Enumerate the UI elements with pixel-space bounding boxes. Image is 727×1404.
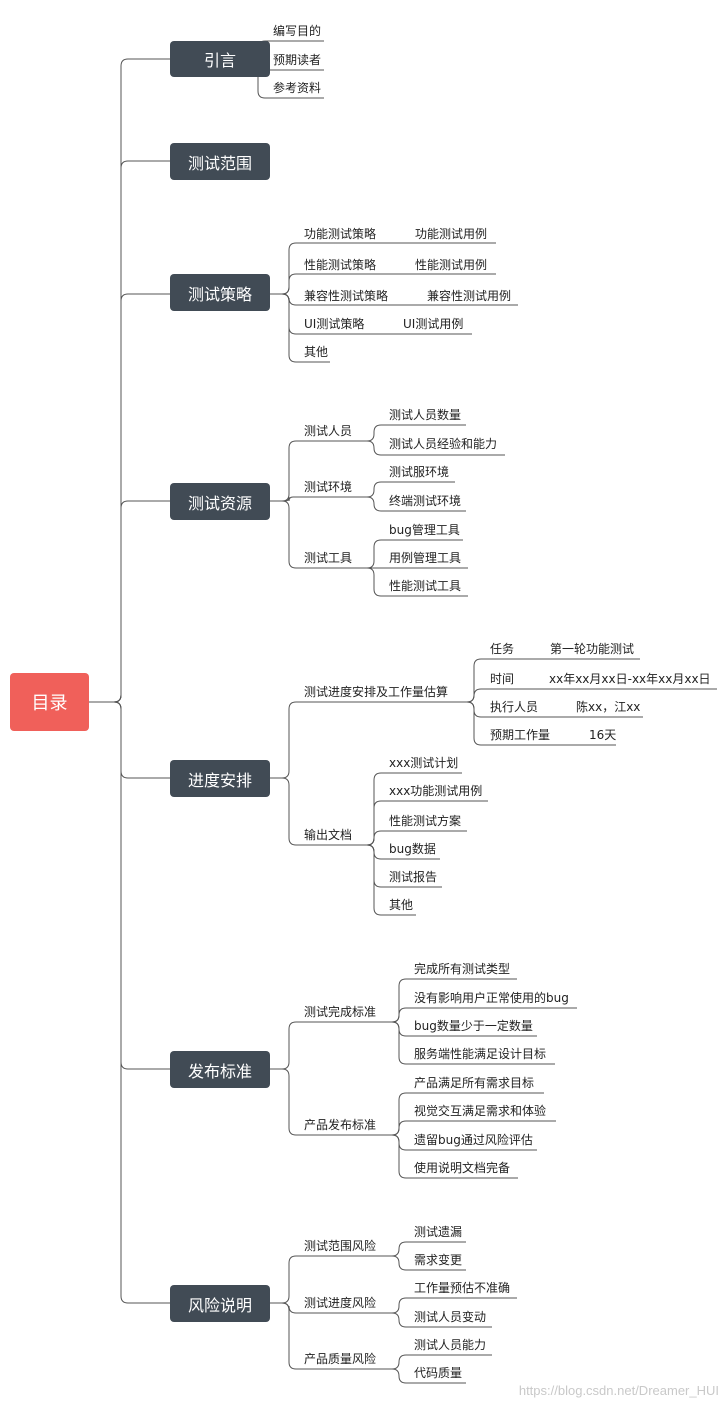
- branch-label[interactable]: UI测试策略: [304, 317, 365, 331]
- leaf-label[interactable]: xx年xx月xx日-xx年xx月xx日: [549, 672, 711, 686]
- topic-schedule[interactable]: 进度安排: [170, 760, 270, 797]
- leaf-label[interactable]: 测试人员数量: [389, 408, 462, 422]
- branch-label[interactable]: 预期工作量: [490, 728, 551, 742]
- branch-label[interactable]: 测试进度风险: [304, 1296, 377, 1310]
- leaf-label[interactable]: 第一轮功能测试: [550, 642, 635, 656]
- leaf-label[interactable]: 参考资料: [273, 81, 322, 95]
- leaf-label[interactable]: UI测试用例: [403, 317, 464, 331]
- watermark: https://blog.csdn.net/Dreamer_HUI: [518, 1383, 719, 1398]
- leaf-label[interactable]: xxx功能测试用例: [389, 784, 483, 798]
- leaf-label[interactable]: 终端测试环境: [389, 494, 462, 508]
- topic-test-resources[interactable]: 测试资源: [170, 483, 270, 520]
- leaf-label[interactable]: 使用说明文档完备: [414, 1161, 511, 1175]
- branch-label[interactable]: 执行人员: [490, 700, 539, 714]
- leaf-label[interactable]: 性能测试方案: [389, 814, 462, 828]
- leaf-label[interactable]: 测试人员变动: [414, 1310, 487, 1324]
- root-node[interactable]: 目录: [10, 673, 89, 731]
- leaf-label[interactable]: 预期读者: [273, 53, 322, 67]
- leaf-label[interactable]: bug管理工具: [389, 523, 460, 537]
- leaf-label[interactable]: 完成所有测试类型: [414, 962, 511, 976]
- leaf-label[interactable]: 16天: [589, 728, 617, 742]
- leaf-label[interactable]: 用例管理工具: [389, 551, 462, 565]
- leaf-label[interactable]: 测试遗漏: [414, 1225, 463, 1239]
- branch-label[interactable]: 功能测试策略: [304, 227, 377, 241]
- topic-test-strategy[interactable]: 测试策略: [170, 274, 270, 311]
- branch-label[interactable]: 输出文档: [304, 828, 353, 842]
- branch-label[interactable]: 测试人员: [304, 424, 353, 438]
- leaf-label[interactable]: 产品满足所有需求目标: [414, 1076, 535, 1090]
- branch-label[interactable]: 兼容性测试策略: [304, 289, 389, 303]
- branch-label[interactable]: 测试工具: [304, 551, 353, 565]
- branch-label[interactable]: 产品发布标准: [304, 1118, 377, 1132]
- leaf-label[interactable]: 编写目的: [273, 24, 322, 38]
- leaf-label[interactable]: 代码质量: [414, 1366, 463, 1380]
- branch-label[interactable]: 测试环境: [304, 480, 353, 494]
- leaf-label[interactable]: 性能测试用例: [415, 258, 488, 272]
- leaf-label[interactable]: 其他: [304, 345, 329, 359]
- leaf-label[interactable]: 没有影响用户正常使用的bug: [414, 991, 569, 1005]
- branch-label[interactable]: 时间: [490, 672, 515, 686]
- branch-label[interactable]: 性能测试策略: [304, 258, 377, 272]
- leaf-label[interactable]: xxx测试计划: [389, 756, 459, 770]
- leaf-label[interactable]: 服务端性能满足设计目标: [414, 1047, 547, 1061]
- leaf-label[interactable]: 兼容性测试用例: [427, 289, 512, 303]
- leaf-label[interactable]: 功能测试用例: [415, 227, 488, 241]
- leaf-label[interactable]: 测试报告: [389, 870, 438, 884]
- branch-label[interactable]: 测试完成标准: [304, 1005, 377, 1019]
- leaf-label[interactable]: 陈xx，江xx: [576, 700, 641, 714]
- branch-label[interactable]: 测试范围风险: [304, 1239, 377, 1253]
- topic-release-criteria[interactable]: 发布标准: [170, 1051, 270, 1088]
- leaf-label[interactable]: 视觉交互满足需求和体验: [414, 1104, 547, 1118]
- topic-test-scope[interactable]: 测试范围: [170, 143, 270, 180]
- leaf-label[interactable]: 测试人员能力: [414, 1338, 487, 1352]
- leaf-label[interactable]: bug数据: [389, 842, 436, 856]
- leaf-label[interactable]: 性能测试工具: [389, 579, 462, 593]
- leaf-label[interactable]: 其他: [389, 898, 414, 912]
- leaf-label[interactable]: 工作量预估不准确: [414, 1281, 511, 1295]
- topic-introduction[interactable]: 引言: [170, 41, 270, 77]
- topic-risk-notes[interactable]: 风险说明: [170, 1285, 270, 1322]
- leaf-label[interactable]: 需求变更: [414, 1253, 463, 1267]
- leaf-label[interactable]: 测试服环境: [389, 465, 450, 479]
- leaf-label[interactable]: bug数量少于一定数量: [414, 1019, 533, 1033]
- branch-label[interactable]: 测试进度安排及工作量估算: [304, 685, 449, 699]
- branch-label[interactable]: 产品质量风险: [304, 1352, 377, 1366]
- leaf-label[interactable]: 遗留bug通过风险评估: [414, 1133, 533, 1147]
- branch-label[interactable]: 任务: [490, 642, 515, 656]
- leaf-label[interactable]: 测试人员经验和能力: [389, 437, 498, 451]
